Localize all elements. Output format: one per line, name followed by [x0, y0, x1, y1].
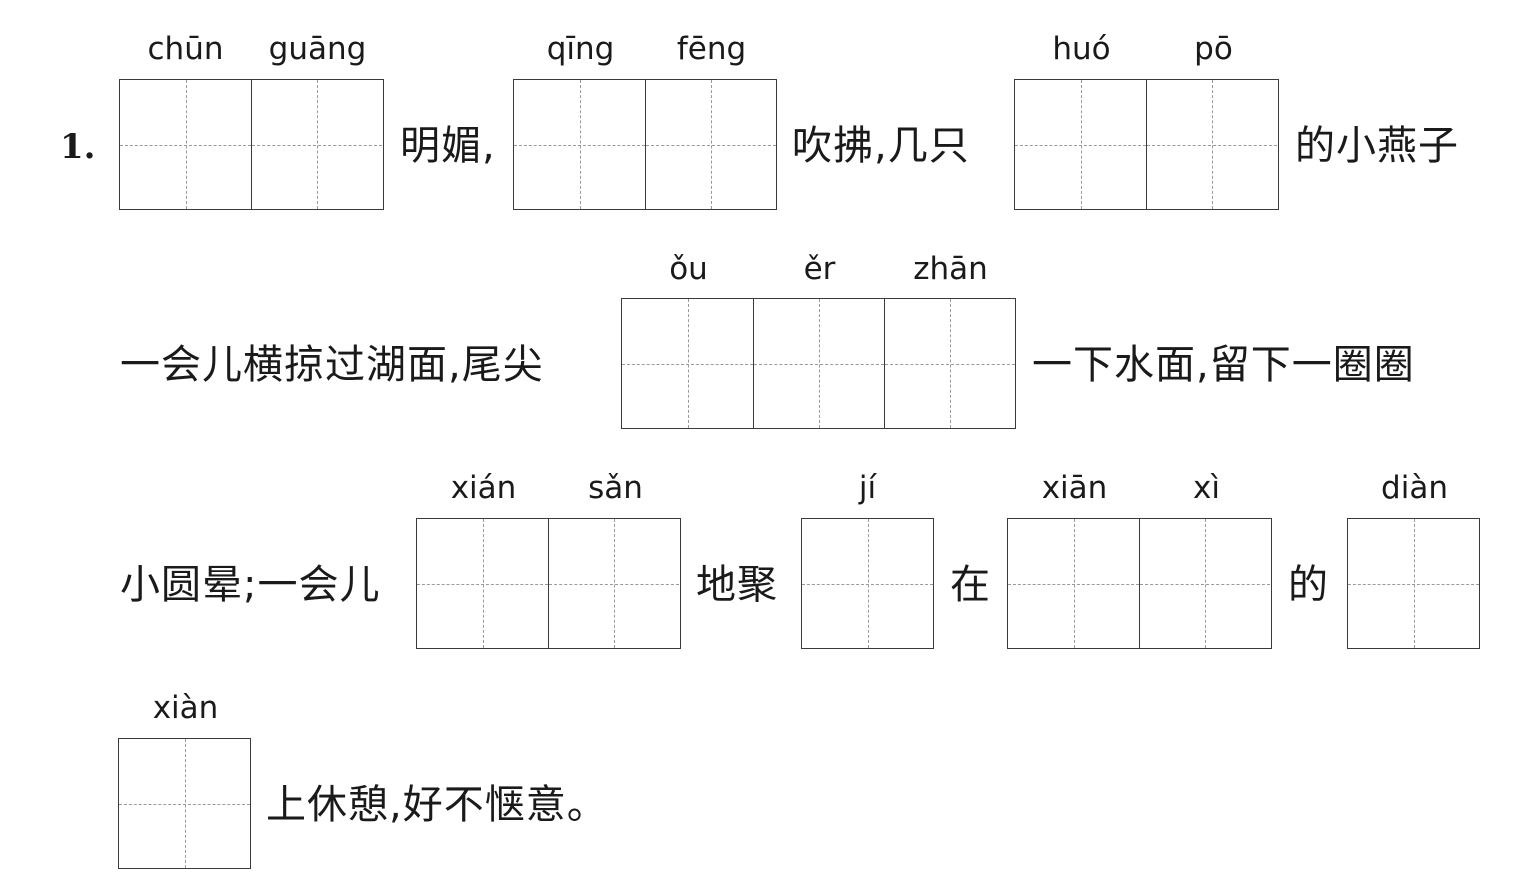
answer-box-xiansan[interactable]	[416, 518, 681, 649]
writing-cell[interactable]	[417, 519, 548, 648]
writing-cell[interactable]	[645, 80, 776, 209]
writing-cell[interactable]	[622, 299, 753, 428]
answer-box-xianxi[interactable]	[1007, 518, 1272, 649]
writing-cell[interactable]	[884, 299, 1015, 428]
answer-box-dian[interactable]	[1347, 518, 1480, 649]
answer-box-chunguang[interactable]	[119, 79, 384, 210]
pinyin-guang: guāng	[268, 31, 367, 67]
answer-box-huopo[interactable]	[1014, 79, 1279, 210]
answer-box-qingfeng[interactable]	[513, 79, 777, 210]
answer-box-ouerzhan[interactable]	[621, 298, 1016, 429]
text-segment-4: 一会儿横掠过湖面,尾尖	[120, 342, 544, 388]
writing-cell[interactable]	[1348, 519, 1479, 648]
pinyin-feng: fēng	[676, 31, 747, 67]
writing-cell[interactable]	[251, 80, 382, 209]
writing-cell[interactable]	[120, 80, 251, 209]
text-segment-7: 地聚	[696, 562, 778, 608]
pinyin-san: sǎn	[588, 470, 643, 506]
writing-cell[interactable]	[802, 519, 933, 648]
text-segment-2: 吹拂,几只	[792, 123, 970, 169]
pinyin-xi: xì	[1193, 470, 1220, 506]
pinyin-ou: ǒu	[669, 251, 708, 287]
writing-cell[interactable]	[753, 299, 884, 428]
pinyin-xian-thin: xiān	[1041, 470, 1108, 506]
writing-cell[interactable]	[514, 80, 645, 209]
answer-box-xian[interactable]	[118, 738, 251, 869]
pinyin-ji: jí	[858, 470, 877, 506]
pinyin-qing: qīng	[546, 31, 615, 67]
pinyin-dian: diàn	[1381, 470, 1448, 506]
writing-cell[interactable]	[1015, 80, 1146, 209]
writing-cell[interactable]	[119, 739, 250, 868]
text-segment-6: 小圆晕;一会儿	[120, 562, 381, 608]
pinyin-er: ěr	[803, 251, 836, 287]
text-segment-1: 明媚,	[400, 123, 496, 169]
text-segment-10: 上休憩,好不惬意。	[266, 782, 608, 828]
pinyin-xian-idle: xián	[450, 470, 517, 506]
writing-cell[interactable]	[1008, 519, 1139, 648]
pinyin-zhan: zhān	[913, 251, 988, 287]
writing-cell[interactable]	[1146, 80, 1277, 209]
text-segment-9: 的	[1288, 562, 1329, 608]
pinyin-chun: chūn	[147, 31, 224, 67]
text-segment-3: 的小燕子	[1295, 123, 1459, 169]
question-number: 1.	[60, 127, 96, 167]
text-segment-5: 一下水面,留下一圈圈	[1032, 342, 1415, 388]
writing-cell[interactable]	[548, 519, 679, 648]
text-segment-8: 在	[950, 562, 991, 608]
pinyin-huo: huó	[1052, 31, 1111, 67]
writing-cell[interactable]	[1139, 519, 1270, 648]
pinyin-po: pō	[1194, 31, 1233, 67]
answer-box-ji[interactable]	[801, 518, 934, 649]
pinyin-xian-line: xiàn	[152, 690, 219, 726]
